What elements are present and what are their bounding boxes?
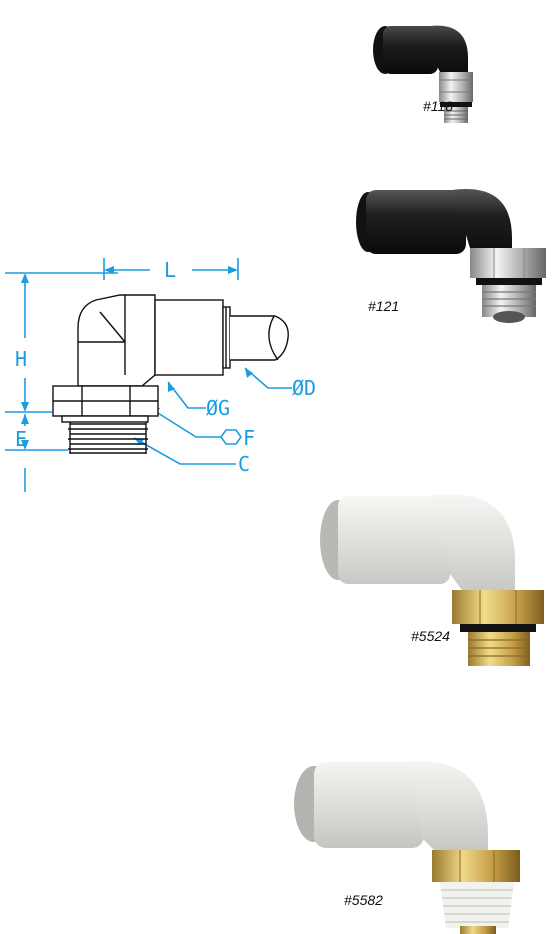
dimension-label-l: L: [164, 258, 176, 282]
product-photo-118: [373, 25, 473, 123]
product-photo-5524: [320, 494, 544, 666]
product-photo-5582: [294, 761, 520, 934]
part-label-121: #121: [368, 298, 400, 314]
product-photo-121: [356, 189, 546, 323]
part-label-5582: #5582: [344, 892, 383, 908]
dimension-label-h: H: [15, 347, 27, 371]
dimension-label-g: ØG: [206, 396, 230, 420]
part-label-118: #118: [423, 98, 454, 114]
dimension-label-e: E: [15, 427, 27, 451]
dimension-label-c: C: [238, 452, 250, 476]
part-label-5524: #5524: [411, 628, 450, 644]
elbow-fitting-diagram: L H E ØD ØG F C: [5, 258, 316, 492]
dimension-label-f: F: [243, 426, 255, 450]
dimension-label-d: ØD: [292, 376, 316, 400]
